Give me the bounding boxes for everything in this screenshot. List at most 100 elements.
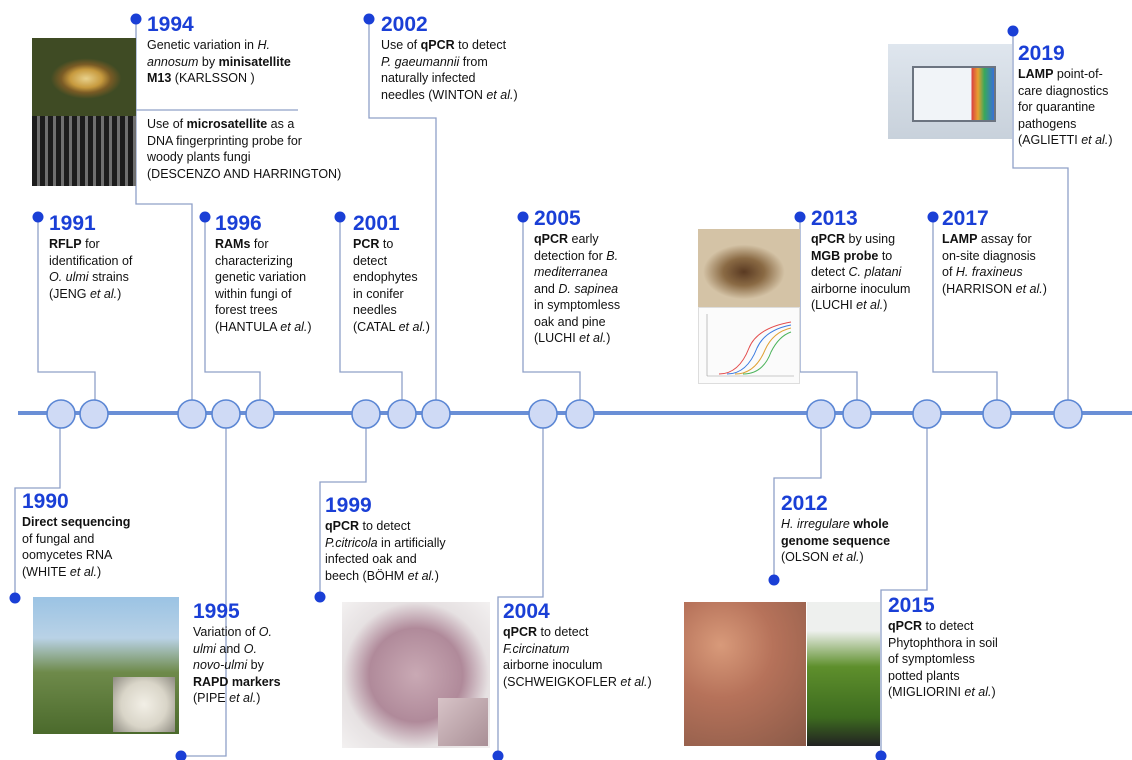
desc-line: genetic variation <box>215 270 307 284</box>
milestone-2002-year: 2002 <box>381 13 428 36</box>
desc-line: Direct sequencing <box>22 515 131 529</box>
desc-line: qPCR early <box>534 232 599 246</box>
photo-microscopy-hyphae <box>684 602 806 746</box>
photo-culture-inset <box>113 677 175 732</box>
desc-line: oak and pine <box>534 314 606 329</box>
desc-line: naturally infected <box>381 71 476 85</box>
leader-dot-1991 <box>32 211 44 223</box>
desc-line: Use of qPCR to detect <box>381 38 507 52</box>
desc-line: qPCR to detect <box>325 519 411 533</box>
desc-line: (PIPE et al.) <box>193 691 261 705</box>
milestone-2001-year: 2001 <box>353 212 400 235</box>
desc-line: airborne inoculum <box>503 658 603 672</box>
desc-line: in symptomless <box>534 298 621 312</box>
desc-line: O. ulmi strains <box>49 270 129 284</box>
desc-line: of fungal and <box>22 531 95 546</box>
photo-amplification-plot <box>698 307 800 384</box>
desc-line: annosum by minisatellite <box>147 54 291 69</box>
milestone-2004-year: 2004 <box>503 600 550 623</box>
desc-line: and D. sapinea <box>534 281 619 296</box>
timeline-node-1999 <box>351 399 381 429</box>
amplification-curves <box>706 314 794 377</box>
photo-elm-tree <box>33 597 179 734</box>
desc-line: (HARRISON et al.) <box>942 281 1047 296</box>
desc-line: Phytophthora in soil <box>888 635 998 650</box>
leader-line-1994 <box>135 19 193 414</box>
desc-line: (OLSON et al.) <box>781 550 864 564</box>
desc-line: qPCR to detect <box>503 625 589 639</box>
desc-line: MGB probe to <box>811 248 893 263</box>
milestone-1999-year: 1999 <box>325 494 372 517</box>
timeline-node-2012 <box>806 399 836 429</box>
desc-line: genome sequence <box>781 533 891 548</box>
timeline-node-1990 <box>46 399 76 429</box>
leader-dot-1994 <box>130 13 142 25</box>
desc-line: (AGLIETTI et al.) <box>1018 133 1113 147</box>
leader-line-2019 <box>1012 31 1069 414</box>
desc-line: of symptomless <box>888 652 975 666</box>
leader-dot-2004 <box>492 750 504 760</box>
desc-line: P.citricola in artificially <box>325 535 446 550</box>
milestone-2019-year: 2019 <box>1018 42 1065 65</box>
desc-line: (CATAL et al.) <box>353 319 430 334</box>
desc-line: of H. fraxineus <box>942 265 1023 279</box>
leader-dot-2005 <box>517 211 529 223</box>
leader-line-1996 <box>204 217 261 414</box>
timeline-node-2017 <box>982 399 1012 429</box>
photo-petri-dish <box>342 602 490 748</box>
timeline-node-1996 <box>245 399 275 429</box>
leader-dot-2017 <box>927 211 939 223</box>
timeline-node-2013 <box>842 399 872 429</box>
desc-line: Variation of O. <box>193 625 272 639</box>
leader-dot-2013 <box>794 211 806 223</box>
leader-line-2012 <box>773 414 822 580</box>
milestone-1990-year: 1990 <box>22 490 69 513</box>
milestone-2017-year: 2017 <box>942 207 989 230</box>
desc-line: potted plants <box>888 668 960 683</box>
timeline-node-2001 <box>387 399 417 429</box>
desc-line: F.circinatum <box>503 641 570 656</box>
desc-line: RAMs for <box>215 237 269 251</box>
desc-line: infected oak and <box>325 552 417 566</box>
milestone-1994-year: 1994 <box>147 13 194 36</box>
leader-line-2005 <box>522 217 581 414</box>
desc-line: within fungi of <box>215 286 292 301</box>
desc-line: M13 (KARLSSON ) <box>147 71 255 85</box>
desc-line: forest trees <box>215 303 278 317</box>
timeline-node-1995 <box>211 399 241 429</box>
timeline-node-1991 <box>79 399 109 429</box>
desc-line: qPCR to detect <box>888 619 974 633</box>
desc-line: novo-ulmi by <box>193 658 264 672</box>
desc-line: LAMP point-of- <box>1018 67 1103 81</box>
leader-line-2001 <box>339 217 403 414</box>
photo-canker <box>698 229 800 307</box>
desc-line: airborne inoculum <box>811 281 911 296</box>
leader-line-2004 <box>497 414 544 756</box>
desc-line: RAPD markers <box>193 674 281 689</box>
timeline-node-2004 <box>528 399 558 429</box>
timeline-node-2005 <box>565 399 595 429</box>
leader-dot-2001 <box>334 211 346 223</box>
desc-line: for quarantine <box>1018 100 1096 114</box>
timeline-node-1994 <box>177 399 207 429</box>
leader-dot-2015 <box>875 750 887 760</box>
desc-line: in conifer <box>353 286 404 301</box>
desc-line: LAMP assay for <box>942 232 1032 246</box>
desc-line: endophytes <box>353 270 418 284</box>
